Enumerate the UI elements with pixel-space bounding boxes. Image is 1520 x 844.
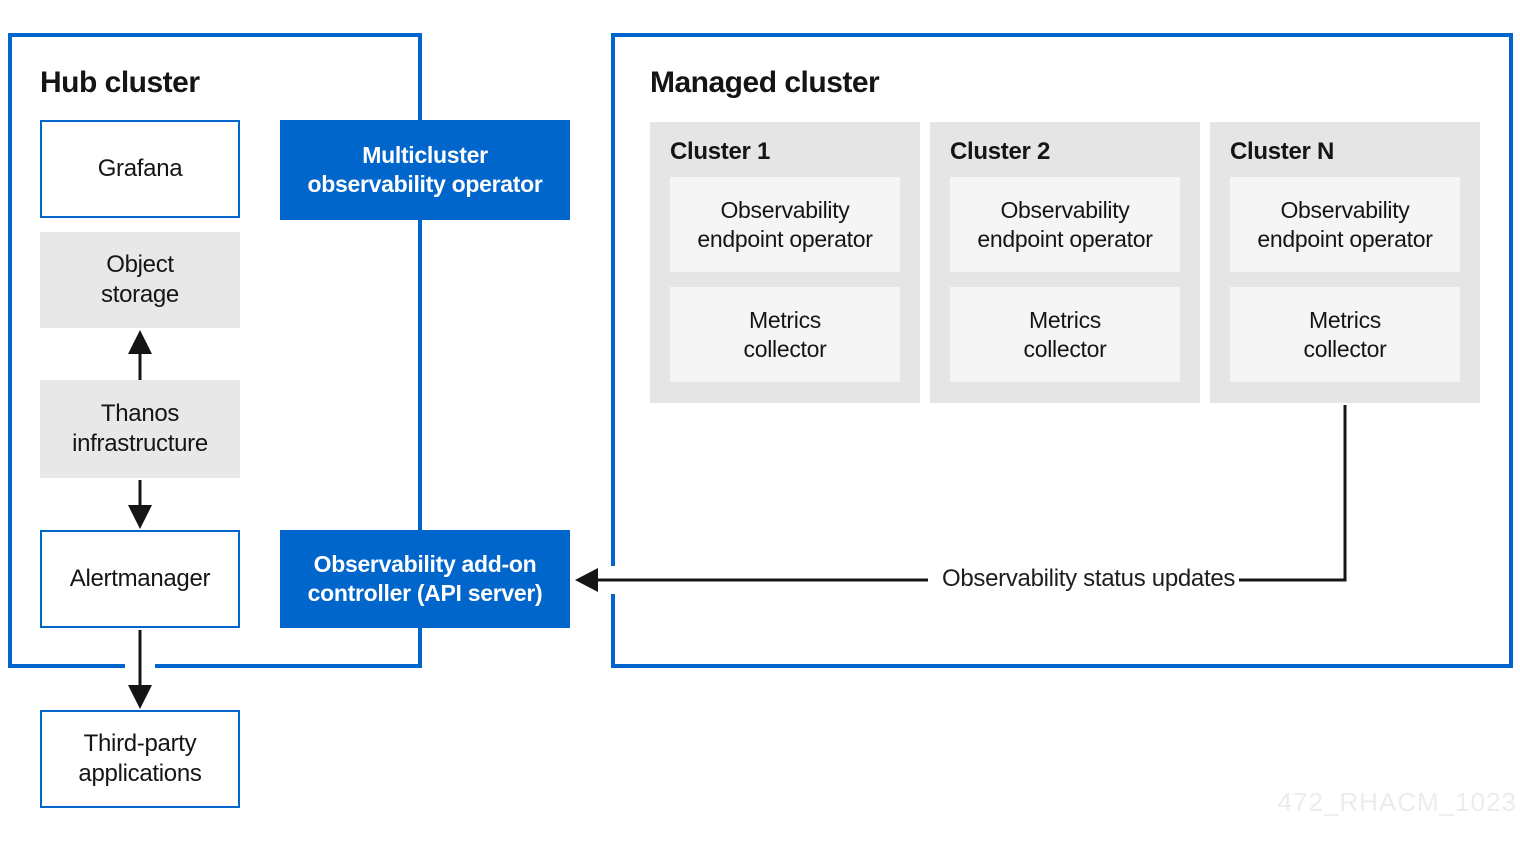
cluster-2-name: Cluster 2 bbox=[950, 138, 1051, 165]
cluster-card-n: Cluster N Observability endpoint operato… bbox=[1210, 122, 1480, 403]
metrics-collector-label: Metrics collector bbox=[743, 306, 827, 362]
status-updates-label: Observability status updates bbox=[938, 565, 1240, 593]
alertmanager-node: Alertmanager bbox=[40, 530, 240, 628]
metrics-collector-label: Metrics collector bbox=[1303, 306, 1387, 362]
metrics-collector-node: Metrics collector bbox=[950, 287, 1180, 382]
observability-addon-controller-node: Observability add-on controller (API ser… bbox=[280, 530, 570, 628]
metrics-collector-node: Metrics collector bbox=[670, 287, 900, 382]
observability-addon-controller-label: Observability add-on controller (API ser… bbox=[307, 551, 543, 606]
alertmanager-label: Alertmanager bbox=[69, 565, 211, 592]
managed-cluster-panel bbox=[611, 33, 1513, 668]
hub-cluster-panel bbox=[8, 33, 422, 668]
object-storage-label: Object storage bbox=[101, 251, 179, 308]
cluster-card-2: Cluster 2 Observability endpoint operato… bbox=[930, 122, 1200, 403]
third-party-applications-node: Third-party applications bbox=[40, 710, 240, 808]
managed-cluster-title: Managed cluster bbox=[650, 66, 880, 99]
object-storage-node: Object storage bbox=[40, 232, 240, 328]
thanos-infrastructure-label: Thanos infrastructure bbox=[72, 400, 208, 457]
cluster-1-name: Cluster 1 bbox=[670, 138, 771, 165]
hub-cluster-title: Hub cluster bbox=[40, 66, 200, 99]
endpoint-operator-label: Observability endpoint operator bbox=[1257, 196, 1433, 252]
endpoint-operator-label: Observability endpoint operator bbox=[977, 196, 1153, 252]
grafana-label: Grafana bbox=[97, 155, 183, 182]
cluster-card-1: Cluster 1 Observability endpoint operato… bbox=[650, 122, 920, 403]
metrics-collector-node: Metrics collector bbox=[1230, 287, 1460, 382]
multicluster-observability-operator-node: Multicluster observability operator bbox=[280, 120, 570, 220]
cluster-n-name: Cluster N bbox=[1230, 138, 1334, 165]
endpoint-operator-node: Observability endpoint operator bbox=[670, 177, 900, 272]
endpoint-operator-node: Observability endpoint operator bbox=[1230, 177, 1460, 272]
metrics-collector-label: Metrics collector bbox=[1023, 306, 1107, 362]
thanos-infrastructure-node: Thanos infrastructure bbox=[40, 380, 240, 478]
endpoint-operator-label: Observability endpoint operator bbox=[697, 196, 873, 252]
endpoint-operator-node: Observability endpoint operator bbox=[950, 177, 1180, 272]
watermark-label: 472_RHACM_1023 bbox=[1277, 787, 1517, 817]
multicluster-observability-operator-label: Multicluster observability operator bbox=[307, 142, 543, 197]
third-party-applications-label: Third-party applications bbox=[78, 730, 202, 787]
grafana-node: Grafana bbox=[40, 120, 240, 218]
